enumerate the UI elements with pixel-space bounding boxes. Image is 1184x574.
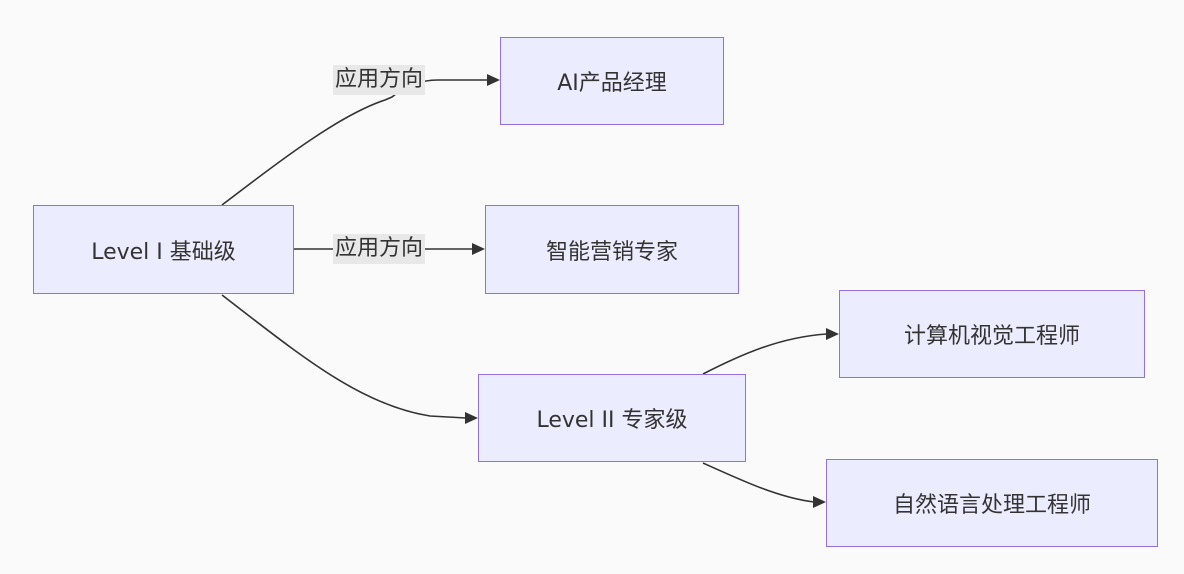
node-level2-label: Level II 专家级 bbox=[536, 408, 688, 433]
edge-label-to-ai-pm: 应用方向 bbox=[333, 65, 426, 95]
node-cv-engineer[interactable]: 计算机视觉工程师 bbox=[839, 290, 1145, 378]
edge-label-to-marketing: 应用方向 bbox=[333, 234, 426, 264]
arrow-head-cv bbox=[826, 328, 839, 340]
node-cv-label: 计算机视觉工程师 bbox=[903, 324, 1080, 349]
edge-level1-to-level2 bbox=[221, 294, 467, 419]
arrow-head-marketing bbox=[472, 243, 485, 255]
node-nlp-engineer[interactable]: 自然语言处理工程师 bbox=[826, 459, 1158, 547]
edge-level2-to-cv bbox=[702, 333, 828, 375]
arrow-head-level2 bbox=[465, 412, 478, 424]
node-nlp-label: 自然语言处理工程师 bbox=[892, 493, 1091, 518]
node-level1-basic[interactable]: Level I 基础级 bbox=[33, 205, 294, 294]
node-level1-label: Level I 基础级 bbox=[91, 239, 236, 265]
node-marketing-label: 智能营销专家 bbox=[545, 239, 678, 265]
arrow-head-nlp bbox=[813, 496, 826, 508]
edge-level1-to-ai-pm bbox=[221, 79, 488, 206]
node-level2-expert[interactable]: Level II 专家级 bbox=[478, 374, 746, 462]
node-ai-pm-label: AI产品经理 bbox=[557, 71, 667, 96]
edge-level2-to-nlp bbox=[702, 462, 815, 503]
node-smart-marketing-expert[interactable]: 智能营销专家 bbox=[485, 205, 739, 294]
arrow-head-ai-pm bbox=[487, 74, 500, 86]
node-ai-product-manager[interactable]: AI产品经理 bbox=[500, 37, 724, 125]
